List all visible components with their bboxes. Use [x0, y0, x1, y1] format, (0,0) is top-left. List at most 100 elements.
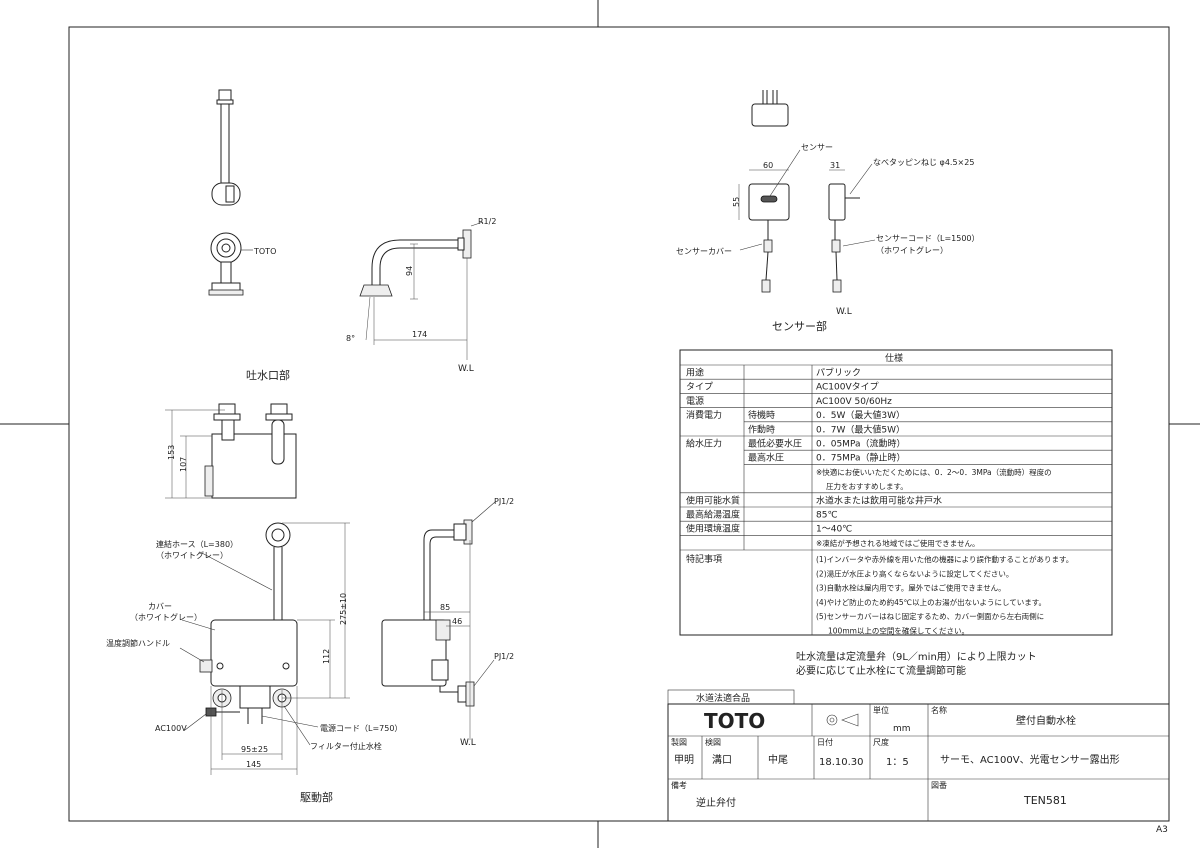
spec-row-value: 0．05MPa（流動時） — [816, 438, 905, 450]
spec-row-value: 1～40℃ — [816, 525, 852, 535]
spec-note: (1)インバータや赤外線を用いた他の機器により誤作動することがあります。 — [816, 554, 1073, 564]
spec-note: (3)自動水栓は屋内用です。屋外ではご使用できません。 — [816, 583, 1006, 593]
sensor-side-view: 31 なべタッピンねじ φ4.5×25 センサーコード（L=1500） （ホワイ… — [828, 158, 980, 317]
body-pj-top-label: PJ1/2 — [494, 497, 514, 506]
spec-row-value: 水道水または飲用可能な井戸水 — [816, 494, 942, 506]
body-pj-bottom-label: PJ1/2 — [494, 652, 514, 661]
spec-row-key: 消費電力 — [686, 409, 722, 421]
drawing-no-label: 図番 — [931, 780, 947, 790]
spout-brand-label: TOTO — [253, 247, 276, 256]
sensor-wl-label: W.L — [836, 307, 852, 317]
approve-stamp: 中尾 — [768, 753, 788, 766]
spout-front-view: TOTO — [208, 232, 276, 296]
body-cover-color: （ホワイトグレー） — [130, 612, 202, 622]
body-height-153: 153 — [167, 445, 176, 460]
body-width-85: 85 — [440, 603, 450, 612]
made-stamp: 甲明 — [674, 754, 694, 766]
body-height-107: 107 — [179, 457, 188, 472]
spec-row-subkey: 最低必要水圧 — [748, 438, 802, 450]
body-top-view: 153 107 — [165, 403, 297, 499]
spec-row-subkey: 待機時 — [748, 409, 775, 421]
spec-row-value: AC100Vタイプ — [816, 382, 879, 393]
spout-side-view: R1/2 94 174 8° W.L — [346, 217, 496, 374]
body-width-145: 145 — [246, 760, 261, 769]
spec-row-value: 85℃ — [816, 511, 838, 521]
body-side-view: PJ1/2 PJ1/2 85 46 W.L — [381, 497, 514, 748]
spec-note: 100mm以上の空間を確保してください。 — [828, 626, 969, 636]
drawing-no: TEN581 — [1023, 794, 1067, 807]
spec-row-key: タイプ — [686, 382, 713, 393]
remarks-value: 逆止弁付 — [696, 796, 736, 809]
spec-row-key: 使用環境温度 — [686, 523, 740, 535]
body-hose-color: （ホワイトグレー） — [156, 550, 228, 560]
scale-label: 尺度 — [873, 737, 889, 747]
spec-row-value: 0．75MPa（静止時） — [816, 452, 905, 464]
date-label: 日付 — [817, 737, 833, 747]
spec-title: 仕様 — [885, 352, 903, 364]
sensor-screw-label: なべタッピンねじ φ4.5×25 — [873, 158, 974, 167]
body-handle-label: 温度調節ハンドル — [106, 638, 170, 648]
spec-row-key: 電源 — [686, 396, 704, 407]
spec-row-value: 0．5W（最大値3W） — [816, 409, 905, 421]
body-front-view: 95±25 145 275±10 112 連結ホース（L=380） （ホワイトグ… — [106, 522, 402, 775]
body-height-112: 112 — [322, 649, 331, 664]
sensor-cord-color: （ホワイトグレー） — [876, 245, 948, 255]
spout-angle-dim: 8° — [346, 334, 355, 343]
projection-symbol — [826, 713, 859, 727]
sensor-top-view — [751, 90, 789, 127]
date-value: 18.10.30 — [819, 757, 864, 768]
spec-row-key: 使用可能水質 — [686, 494, 740, 506]
sensor-label: センサー — [801, 143, 833, 152]
spec-row-subkey: 最高水圧 — [748, 452, 784, 464]
name-label: 名称 — [931, 705, 947, 715]
body-ac-label: AC100V — [155, 724, 187, 733]
title-brand: TOTO — [704, 709, 765, 733]
spout-thread-label: R1/2 — [478, 217, 496, 226]
spec-notes-title: 特記事項 — [686, 553, 722, 565]
check-stamp: 溝口 — [712, 753, 732, 766]
unit-label: 単位 — [873, 705, 889, 715]
scale-value: 1：5 — [886, 757, 909, 768]
spec-row-value: AC100V 50/60Hz — [816, 397, 892, 407]
body-width-46: 46 — [452, 617, 462, 626]
spout-top-view — [211, 89, 241, 206]
check-label: 検図 — [705, 737, 721, 747]
flow-note-line-1: 吐水流量は定流量弁（9L／min用）により上限カット — [796, 650, 1037, 663]
spout-width-dim: 174 — [412, 330, 427, 339]
cert-label: 水道法適合品 — [696, 692, 750, 704]
sensor-width-31: 31 — [830, 161, 840, 170]
product-name: 壁付自動水栓 — [1016, 714, 1076, 727]
title-block: 水道法適合品 TOTO 単位 mm 名称 壁付自動水栓 製図 甲明 検図 溝口 … — [667, 689, 1170, 822]
spec-note: (4)やけど防止のため約45℃以上のお湯が出ないようにしています。 — [816, 597, 1046, 607]
sheet-size: A3 — [1156, 825, 1168, 835]
spec-row-key: 最高給湯温度 — [686, 509, 740, 521]
spec-row-value: 圧力をおすすめします。 — [826, 481, 908, 491]
body-width-95: 95±25 — [241, 745, 268, 754]
sensor-width-60: 60 — [763, 161, 773, 170]
body-cover-label: カバー — [148, 602, 172, 611]
spout-height-dim: 94 — [405, 266, 414, 276]
product-description: サーモ、AC100V、光電センサー露出形 — [940, 753, 1120, 766]
spout-section-title: 吐水口部 — [246, 368, 290, 382]
spec-row-subkey: 作動時 — [748, 423, 775, 435]
sensor-cover-label: センサーカバー — [676, 247, 732, 256]
body-height-275: 275±10 — [339, 593, 348, 625]
spec-row-key: 給水圧力 — [686, 438, 722, 450]
made-label: 製図 — [671, 737, 687, 747]
unit-value: mm — [893, 724, 911, 734]
body-hose-label: 連結ホース（L=380） — [156, 539, 238, 549]
body-valve-label: フィルター付止水栓 — [310, 741, 382, 751]
spec-row-value: ※凍結が予想される地域ではご使用できません。 — [816, 538, 980, 548]
body-cord-label: 電源コード（L=750） — [320, 724, 402, 733]
spec-note: (2)湯圧が水圧より高くならないように設定してください。 — [816, 568, 1013, 578]
spec-note: (5)センサーカバーはねじ固定するため、カバー側面から左右両側に — [816, 611, 1044, 621]
sensor-height-55: 55 — [732, 197, 741, 207]
flow-note-line-2: 必要に応じて止水栓にて流量調節可能 — [796, 664, 966, 677]
spec-row-value: ※快適にお使いいただくためには、0．2～0．3MPa（流動時）程度の — [816, 467, 1052, 477]
sensor-cord-label: センサーコード（L=1500） — [876, 234, 980, 243]
body-wl-label: W.L — [460, 738, 476, 748]
spec-row-value: 0．7W（最大値5W） — [816, 423, 905, 435]
body-section-title: 駆動部 — [300, 790, 333, 804]
